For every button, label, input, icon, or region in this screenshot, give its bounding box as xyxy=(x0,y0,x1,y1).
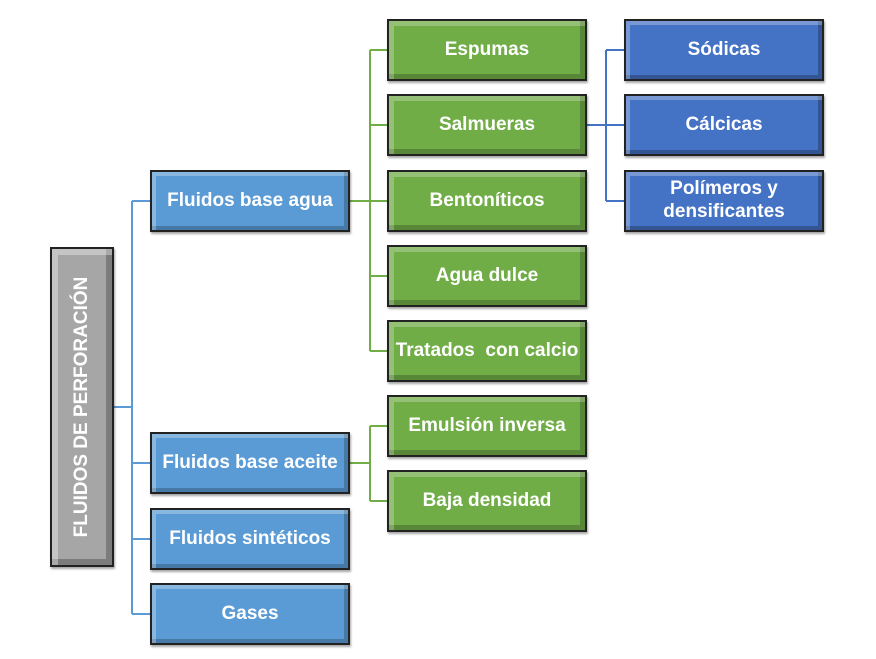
node-baja-densidad: Baja densidad xyxy=(387,470,587,532)
node-fluidos-base-aceite: Fluidos base aceite xyxy=(150,432,350,494)
node-fluidos-sinteticos: Fluidos sintéticos xyxy=(150,508,350,570)
node-label: Fluidos base aceite xyxy=(162,451,338,473)
node-label: Fluidos sintéticos xyxy=(169,527,331,549)
node-polimeros-y-densificantes: Polímeros y densificantes xyxy=(624,170,824,232)
node-label: Gases xyxy=(221,602,279,624)
node-espumas: Espumas xyxy=(387,19,587,81)
node-tratados-con-calcio: Tratados con calcio xyxy=(387,320,587,382)
root-node: FLUIDOS DE PERFORACIÓN xyxy=(50,247,114,567)
node-label: Polímeros y densificantes xyxy=(663,178,785,222)
node-emulsion-inversa: Emulsión inversa xyxy=(387,395,587,457)
node-label: Tratados con calcio xyxy=(395,339,579,361)
node-label: Emulsión inversa xyxy=(408,414,566,436)
node-salmueras: Salmueras xyxy=(387,94,587,156)
node-label: Fluidos base agua xyxy=(167,189,333,211)
node-sodicas: Sódicas xyxy=(624,19,824,81)
node-bentoniticos: Bentoníticos xyxy=(387,170,587,232)
node-gases: Gases xyxy=(150,583,350,645)
node-label: Salmueras xyxy=(438,113,536,135)
node-label: Cálcicas xyxy=(685,113,763,135)
node-fluidos-base-agua: Fluidos base agua xyxy=(150,170,350,232)
node-label: Espumas xyxy=(444,38,530,60)
node-label: Agua dulce xyxy=(435,264,539,286)
root-label: FLUIDOS DE PERFORACIÓN xyxy=(71,276,92,538)
node-label: Baja densidad xyxy=(422,489,552,511)
node-label: Bentoníticos xyxy=(429,189,545,211)
node-agua-dulce: Agua dulce xyxy=(387,245,587,307)
node-calcicas: Cálcicas xyxy=(624,94,824,156)
node-label: Sódicas xyxy=(687,38,761,60)
